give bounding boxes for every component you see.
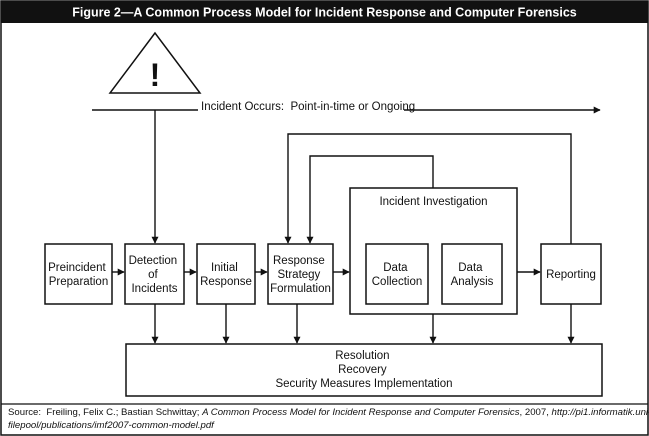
preincident-preparation-label: Preincident Preparation xyxy=(48,262,109,288)
incident-investigation-label: Incident Investigation xyxy=(379,196,487,208)
data-analysis-label: Data Analysis xyxy=(451,262,494,288)
initial-response-box xyxy=(196,243,256,305)
response-strategy-formulation-label: Response Strategy Formulation xyxy=(270,255,331,295)
data-collection-box xyxy=(365,243,429,305)
warning-glyph: ! xyxy=(150,57,161,93)
preincident-preparation-box xyxy=(44,243,113,305)
response-strategy-formulation-box xyxy=(267,243,334,305)
resolution-box xyxy=(125,343,603,397)
flow-arrows xyxy=(112,110,575,344)
source-line-1: Source: Freiling, Felix C.; Bastian Schw… xyxy=(8,407,649,418)
data-analysis-box xyxy=(441,243,503,305)
initial-response-label: Initial Response xyxy=(200,262,252,288)
source-line-2: filepool/publications/imf2007-common-mod… xyxy=(8,420,215,431)
timeline-label: Incident Occurs: Point-in-time or Ongoin… xyxy=(201,101,415,113)
data-collection-label: Data Collection xyxy=(372,262,423,288)
reporting-label: Reporting xyxy=(546,269,596,281)
title-bar xyxy=(1,1,648,23)
figure-title: Figure 2—A Common Process Model for Inci… xyxy=(72,6,577,20)
timeline-label-bg xyxy=(198,100,404,113)
detection-of-incidents-label: Detection of Incidents xyxy=(129,255,181,295)
resolution-label: Resolution Recovery Security Measures Im… xyxy=(275,350,452,390)
warning-triangle-icon: ! xyxy=(108,31,202,94)
feedback-reporting-to-strategy xyxy=(284,133,572,244)
feedback-investigation-to-strategy xyxy=(306,155,434,244)
